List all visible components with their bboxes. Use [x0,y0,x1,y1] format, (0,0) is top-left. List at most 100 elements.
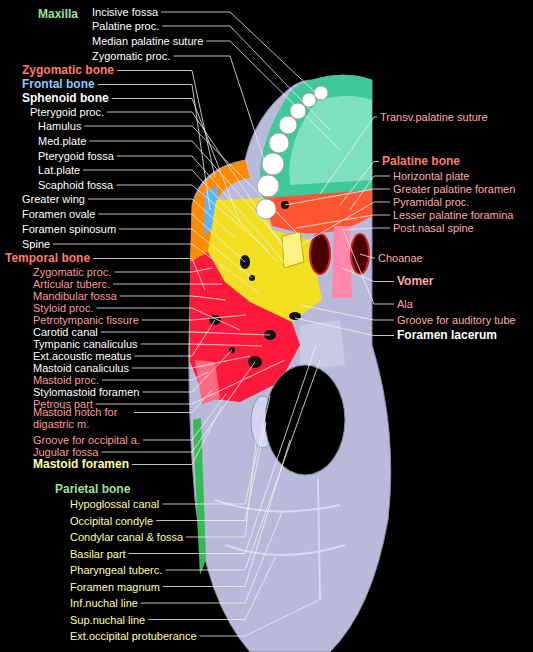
leader-line [156,422,266,521]
leader-line [340,162,379,206]
part-label: Groove for auditory tube [397,314,516,326]
leader-line [134,390,212,413]
label-anchor: Med.plate [38,131,86,149]
label-anchor: Hamulus [38,116,81,134]
part-label: Tympanic canaliculus [33,338,138,350]
label-anchor: Ext.occipital protuberance [70,626,197,644]
label-anchor: Median palatine suture [92,31,203,49]
part-label: Post.nasal spine [393,222,474,234]
part-label: Basilar part [70,548,126,560]
part-label: Mastoid canaliculus [33,362,129,374]
label-anchor: Mastoid foramen [33,454,129,472]
label-anchor: Horizontal plate [393,166,469,184]
leader-line [89,141,294,256]
part-label: Palatine proc. [92,20,159,32]
part-label: Hamulus [38,120,81,132]
leader-line [142,350,232,392]
leader-line [141,512,282,603]
part-label: Incisive fossa [92,6,158,18]
leader-line [141,344,262,346]
part-label: Hypoglossal canal [70,498,159,510]
leader-line [292,202,390,250]
label-anchor: Choanae [378,248,423,266]
leader-line [344,232,394,304]
leader-line [116,185,268,250]
leader-line [200,600,319,636]
part-label: Articular tuberc. [33,278,110,290]
part-label: Groove for occipital a. [33,434,140,446]
bone-name: Frontal bone [22,78,95,91]
part-label: Foramen spinosum [22,223,116,235]
label-anchor: Temporal bone [5,248,90,266]
label-anchor: Groove for occipital a. [33,430,140,448]
label-anchor: Zygomatic bone [22,60,114,78]
leader-line [119,229,252,278]
part-label: Zygomatic proc. [92,50,170,62]
label-anchor: Inf.nuchal line [70,593,138,611]
bone-name: Maxilla [38,8,78,21]
leader-line [295,318,394,336]
leader-line [113,284,222,285]
label-anchor: Pterygoid fossa [38,146,114,164]
label-anchor: Palatine proc. [92,16,159,34]
part-label: Greater wing [22,193,85,205]
part-label: Foramen ovale [22,208,95,220]
label-anchor: Foramen magnum [70,577,160,595]
part-label: Med.plate [38,135,86,147]
leader-line [142,315,246,320]
part-label: Jugular fossa [33,446,98,458]
label-anchor: Frontal bone [22,74,95,92]
part-label: Transv.palatine suture [380,111,488,123]
part-label: Zygomatic proc. [33,266,111,278]
vomer [332,226,352,298]
part-label: Greater palatine foramen [393,183,515,195]
label-anchor: Palatine bone [382,151,460,169]
part-label: Pyramidal proc. [393,196,469,208]
part-label: Foramen magnum [70,581,160,593]
palatine-bone [264,190,372,233]
part-label: Ala [397,298,413,310]
leader-line [143,394,226,440]
part-label: Stylomastoid foramen [33,386,139,398]
label-anchor: Maxilla [38,4,78,22]
part-label: Petrotympanic fissure [33,314,139,326]
part-label: Ext.acoustic meatus [33,350,131,362]
label-anchor: Ala [397,294,413,312]
leader-line [161,12,318,95]
label-anchor: Scaphoid fossa [38,175,113,193]
bone-name: Vomer [397,275,433,288]
leader-line [163,440,290,587]
bone-name: Mastoid foramen [33,458,129,471]
part-label: Horizontal plate [393,170,469,182]
part-label: Lat.plate [38,164,80,176]
part-label: Spine [22,238,50,250]
leader-line [285,189,390,205]
part-label: Sup.nuchal line [70,614,145,626]
leader-line [112,99,240,223]
label-anchor: Foramen lacerum [397,325,497,343]
part-label: Lesser palatine foramina [393,209,513,221]
part-label: Scaphoid fossa [38,179,113,191]
leader-line [206,41,340,150]
part-label: Condylar canal & fossa [70,531,183,543]
leader-line [360,254,375,258]
leader-line [342,268,394,282]
label-anchor: Condylar canal & fossa [70,527,183,545]
label-anchor: Foramen ovale [22,204,95,222]
part-label: Mastoid notch for digastric m. [33,406,131,430]
label-anchor: Pharyngeal tuberc. [70,560,162,578]
part-label: Pterygoid fossa [38,150,114,162]
leader-line [101,332,270,335]
part-label: Carotid canal [33,326,98,338]
label-anchor: Spine [22,234,50,252]
leader-line [98,85,210,211]
leader-line [350,176,390,210]
part-label: Styloid proc. [33,302,94,314]
label-anchor: Zygomatic proc. [92,46,170,64]
part-label: Occipital condyle [70,515,153,527]
label-anchor: Sup.nuchal line [70,610,145,628]
bone-name: Palatine bone [382,155,460,168]
part-label: Pharyngeal tuberc. [70,564,162,576]
